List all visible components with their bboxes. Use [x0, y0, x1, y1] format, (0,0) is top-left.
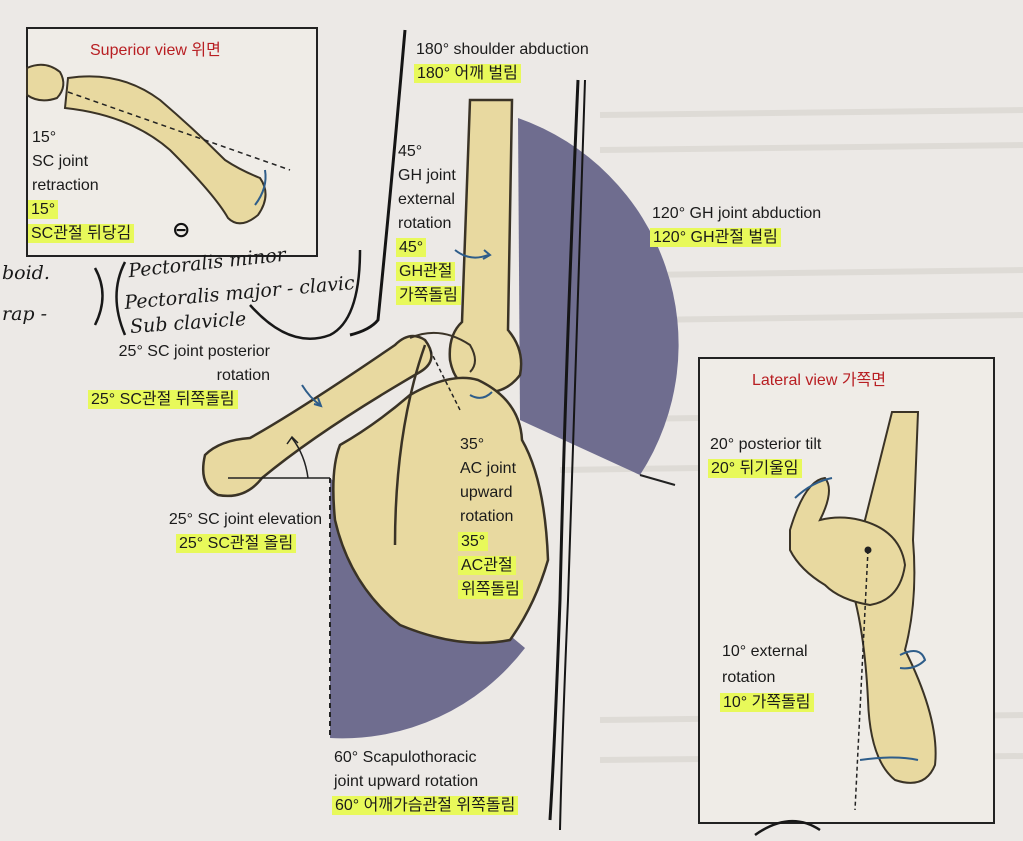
superior-en-motion: retraction: [32, 177, 99, 194]
gh-abduction-arc: [518, 118, 679, 475]
sc-post-rot-en-1: 25° SC joint posterior: [118, 343, 270, 360]
gh-abduction-en: 120° GH joint abduction: [652, 205, 822, 222]
gh-ext-en-rotation: rotation: [398, 215, 452, 232]
lateral-scapula-bone: [789, 476, 907, 607]
superior-reference-dash: [67, 91, 291, 171]
humerus-bone: [448, 98, 523, 394]
circled-minus-icon: ⊖: [172, 217, 191, 242]
ac-rot-ko-joint: AC관절: [458, 556, 516, 575]
superior-clavicle-bone: [63, 75, 267, 225]
ac-rot-ko-angle: 35°: [458, 532, 489, 551]
thorax-outline-right: [548, 79, 580, 821]
handwritten-swoosh: [249, 249, 362, 340]
lateral-bottom-arrow-icon: [859, 756, 919, 761]
handwritten-bracket-right: [93, 267, 104, 326]
ac-rot-en-angle: 35°: [460, 436, 485, 453]
sc-elevation-arrowhead: [286, 435, 299, 445]
superior-ko-motion: SC관절 뒤당김: [28, 224, 135, 243]
scapulothoracic-ko: 60° 어깨가슴관절 위쪽돌림: [332, 796, 519, 815]
abduction-reference-line: [639, 474, 676, 486]
gh-ext-en-angle: 45°: [398, 143, 423, 160]
superior-en-angle: 15°: [32, 129, 57, 146]
ac-rot-ko-motion: 위쪽돌림: [458, 580, 523, 599]
superior-sternum-bone: [26, 63, 65, 102]
lateral-tilt-ko: 20° 뒤기울임: [708, 459, 802, 478]
lateral-ext-en-1: 10° external: [722, 643, 808, 660]
scapulothoracic-en-1: 60° Scapulothoracic: [334, 749, 477, 766]
lateral-ext-ko: 10° 가쪽돌림: [720, 693, 814, 712]
sc-posterior-rotation-arrowhead: [313, 397, 323, 408]
sc-posterior-rotation-arrow-icon: [301, 384, 321, 406]
handwritten-bracket: [115, 261, 127, 336]
superior-ko-angle: 15°: [28, 200, 59, 219]
ac-rot-en-joint: AC joint: [460, 460, 517, 477]
sc-elevation-angle-arc: [291, 437, 309, 479]
gh-abduction-ko: 120° GH관절 벌림: [650, 228, 781, 247]
handwritten-bottom-arc: [754, 819, 821, 837]
gh-ext-ko-angle: 45°: [396, 238, 427, 257]
lateral-axis-dash: [854, 549, 869, 811]
lateral-humerus-bone: [853, 411, 937, 784]
shoulder-abduction-en: 180° shoulder abduction: [416, 41, 589, 58]
sc-elevation-en: 25° SC joint elevation: [168, 511, 322, 528]
lateral-view-title: Lateral view 가쪽면: [752, 372, 886, 389]
ac-rot-en-rotation: rotation: [460, 508, 514, 525]
thorax-outline-left: [349, 29, 407, 337]
thorax-outline-inner: [559, 79, 586, 831]
superior-view-title: Superior view 위면: [90, 42, 221, 59]
scapula-bone: [332, 376, 550, 645]
gh-ext-ko-motion: 가쪽돌림: [396, 286, 461, 305]
gh-rotation-arrowhead: [482, 249, 492, 260]
lateral-ext-rotation-arrow-icon: [899, 650, 927, 670]
ac-rotation-arrow-icon: [469, 391, 493, 399]
superior-en-joint: SC joint: [32, 153, 89, 170]
handwriting-left-2: rap -: [2, 303, 48, 325]
scapulothoracic-en-2: joint upward rotation: [334, 773, 479, 790]
gh-rotation-arrow-icon: [454, 249, 489, 259]
gh-ext-en-external: external: [398, 191, 455, 208]
sc-elevation-ko: 25° SC관절 올림: [176, 534, 297, 553]
acromion-detail: [409, 331, 476, 373]
ac-rot-en-upward: upward: [460, 484, 513, 501]
sc-post-rot-ko: 25° SC관절 뒤쪽돌림: [88, 390, 238, 409]
lateral-tilt-arrow-icon: [794, 477, 833, 499]
clavicle-bone: [201, 334, 433, 498]
superior-retraction-arrow-icon: [254, 169, 267, 206]
shoulder-abduction-ko: 180° 어깨 벌림: [414, 64, 521, 83]
sc-post-rot-en-2: rotation: [216, 367, 270, 384]
handwriting-left-1: boid.: [2, 262, 50, 284]
gh-ext-en-joint: GH joint: [398, 167, 456, 184]
lateral-tilt-en: 20° posterior tilt: [710, 436, 822, 453]
lateral-ext-en-2: rotation: [722, 669, 776, 686]
scapula-spine: [393, 344, 427, 546]
gh-ext-ko-joint: GH관절: [396, 262, 456, 281]
